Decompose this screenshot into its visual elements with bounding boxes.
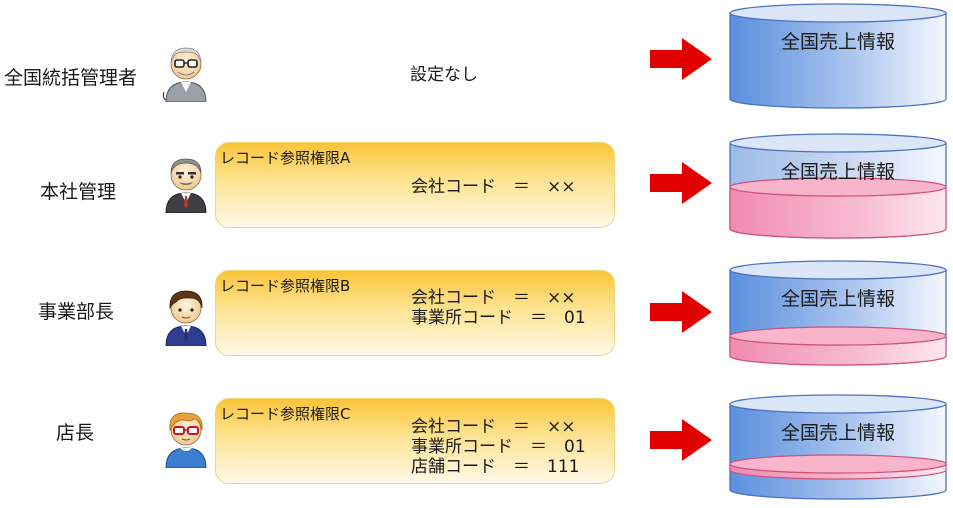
- condition-list: 会社コード ＝ ××: [411, 177, 576, 197]
- database-label: 全国売上情報: [780, 288, 895, 310]
- permission-title: レコード参照権限B: [220, 277, 351, 295]
- database-cylinder: 全国売上情報: [728, 133, 948, 241]
- role-row-store-manager: 店長 レコード参照権限C 会社コード ＝ ×× 事業所コード ＝ 01 店舗コー…: [0, 388, 953, 500]
- condition-item: 店舗コード ＝ 111: [411, 457, 580, 477]
- role-label: 事業部長: [38, 301, 115, 323]
- database-label: 全国売上情報: [780, 161, 895, 183]
- permission-box: レコード参照権限C 会社コード ＝ ×× 事業所コード ＝ 01 店舗コード ＝…: [215, 398, 615, 484]
- role-row-division-manager: 事業部長 レコード参照権限B 会社コード ＝ ×× 事業所コード ＝ 01: [0, 258, 953, 368]
- condition-list: 会社コード ＝ ×× 事業所コード ＝ 01 店舗コード ＝ 111: [411, 417, 586, 477]
- arrow-right-icon: [650, 291, 712, 333]
- businessman-icon: [160, 286, 212, 346]
- arrow-right-icon: [650, 38, 712, 80]
- role-label: 本社管理: [40, 181, 117, 203]
- arrow-right-icon: [650, 162, 712, 204]
- condition-item: 会社コード ＝ ××: [411, 288, 576, 308]
- permission-title: レコード参照権限C: [220, 405, 351, 423]
- database-cylinder: 全国売上情報: [728, 3, 948, 111]
- condition-item: 事業所コード ＝ 01: [411, 308, 586, 328]
- permission-box: レコード参照権限B 会社コード ＝ ×× 事業所コード ＝ 01: [215, 270, 615, 356]
- senior-man-suit-icon: [160, 153, 212, 213]
- young-man-glasses-icon: [160, 408, 212, 468]
- role-label: 店長: [56, 422, 95, 444]
- database-cylinder: 全国売上情報: [728, 260, 948, 368]
- role-label: 全国統括管理者: [4, 67, 138, 89]
- condition-item: 会社コード ＝ ××: [411, 417, 576, 437]
- role-row-head-office: 本社管理 レコード参照権限A 会社コード ＝ ××: [0, 128, 953, 241]
- permission-title: レコード参照権限A: [220, 149, 351, 167]
- condition-item: 事業所コード ＝ 01: [411, 437, 586, 457]
- condition-list: 会社コード ＝ ×× 事業所コード ＝ 01: [411, 288, 586, 328]
- arrow-right-icon: [650, 419, 712, 461]
- condition-item: 会社コード ＝ ××: [411, 177, 576, 197]
- role-row-national-admin: 全国統括管理者 設定なし 全国売上情報: [0, 0, 953, 110]
- database-label: 全国売上情報: [780, 422, 895, 444]
- no-setting-text: 設定なし: [410, 65, 478, 85]
- permission-box: レコード参照権限A 会社コード ＝ ××: [215, 142, 615, 228]
- database-label: 全国売上情報: [780, 31, 895, 53]
- elderly-man-glasses-icon: [160, 42, 212, 102]
- database-cylinder: 全国売上情報: [728, 394, 948, 502]
